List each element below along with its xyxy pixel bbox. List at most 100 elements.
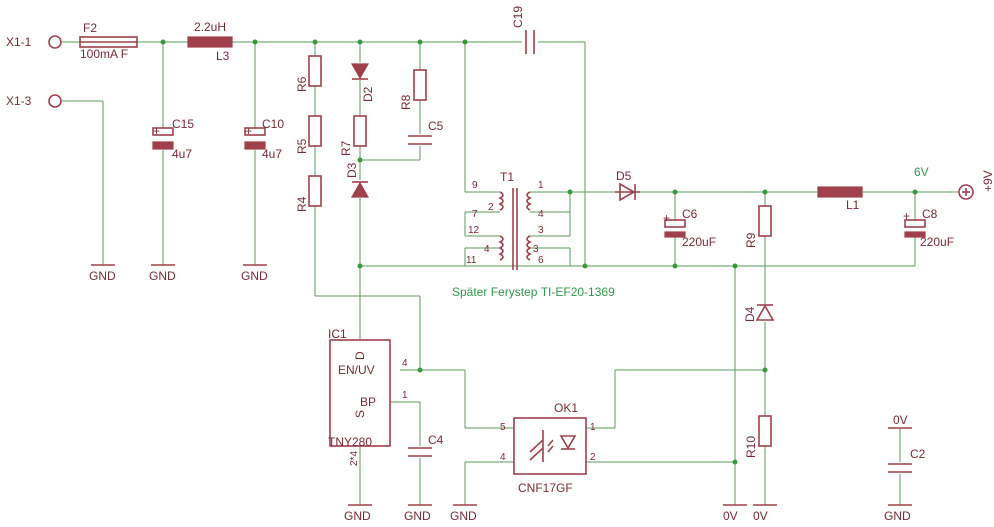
svg-text:12: 12 [468,225,480,236]
svg-text:7: 7 [472,209,478,220]
svg-text:3: 3 [538,225,544,236]
diode-d2: D2 [350,63,375,102]
svg-text:GND: GND [344,509,371,523]
svg-text:2: 2 [488,202,494,213]
t1-ref: T1 [500,170,514,184]
svg-text:1: 1 [538,180,544,191]
c10-ref: C10 [262,117,284,131]
wires [62,41,958,505]
ok1-value: CNF17GF [518,481,573,495]
svg-text:2*4: 2*4 [349,451,360,466]
connector-plus9v: +9V [958,170,994,200]
r6-ref: R6 [295,76,309,92]
capacitor-c19: C19 [511,6,535,54]
inductor-l1: L1 [817,186,863,212]
c15-ref: C15 [172,117,194,131]
l3-ref: L3 [216,49,230,63]
svg-text:1: 1 [402,390,408,401]
svg-text:9: 9 [472,180,478,191]
svg-text:11: 11 [466,255,477,266]
svg-text:BP: BP [360,395,376,409]
connector-x1-1: X1-1 [6,35,62,49]
r5-ref: R5 [295,138,309,154]
c6-value: 220uF [682,235,716,249]
svg-text:4: 4 [402,358,408,369]
svg-text:2: 2 [590,452,596,463]
f2-ref: F2 [83,21,97,35]
capacitor-c8: + C8 220uF [903,207,954,249]
d4-ref: D4 [743,306,757,322]
resistor-r10: R10 [744,415,772,458]
resistor-r9: R9 [744,205,772,248]
c8-value: 220uF [920,235,954,249]
c19-ref: C19 [511,6,525,28]
svg-text:3: 3 [533,244,539,255]
svg-text:+: + [663,211,670,225]
capacitor-c15: + C15 4u7 [152,117,194,161]
d3-ref: D3 [345,162,359,178]
svg-text:4: 4 [500,452,506,463]
svg-text:0V: 0V [753,509,768,523]
svg-text:GND: GND [450,509,477,523]
c4-ref: C4 [428,433,444,447]
r9-ref: R9 [744,232,758,248]
svg-text:GND: GND [404,509,431,523]
optocoupler-ok1: OK1 5 4 1 2 CNF17GF [500,401,596,495]
resistor-r5: R5 [295,115,322,154]
resistor-r8: R8 [399,69,427,110]
l3-value: 2.2uH [194,20,226,34]
capacitor-c2: 0V C2 [888,413,926,473]
ic-ic1: IC1 D EN/UV BP S 4 1 TNY280 2*4 [328,327,408,466]
svg-text:+: + [153,124,160,138]
svg-text:EN/UV: EN/UV [338,363,375,377]
fuse-f2: F2 100mA F [79,21,138,61]
connector-x1-1-label: X1-1 [6,35,32,49]
capacitor-c6: + C6 220uF [663,207,716,249]
svg-text:4: 4 [484,244,490,255]
svg-text:4: 4 [538,209,544,220]
connector-plus9v-label: +9V [981,170,994,192]
transformer-t1: T1 9 1 7 2 4 12 3 4 3 11 6 [466,170,544,270]
diode-d3: D3 [345,162,370,198]
junctions [160,39,918,465]
transformer-note: Später Ferystер TI-EF20-1369 [452,285,615,299]
svg-text:5: 5 [500,422,506,433]
l1-ref: L1 [846,198,860,212]
c8-ref: C8 [922,207,938,221]
resistor-r7: R7 [339,115,367,156]
d2-ref: D2 [361,86,375,102]
svg-text:+: + [903,209,910,223]
connector-x1-3-label: X1-3 [6,94,32,108]
svg-text:GND: GND [884,509,911,523]
connector-x1-3: X1-3 [6,94,62,108]
svg-text:+: + [245,124,252,138]
ic1-ref: IC1 [328,327,347,341]
diode-d4: D4 [743,304,775,322]
resistor-r4: R4 [295,175,322,212]
svg-text:0V: 0V [723,509,738,523]
svg-text:S: S [353,410,367,418]
c15-value: 4u7 [172,147,192,161]
f2-value: 100mA F [80,47,128,61]
inductor-l3: 2.2uH L3 [187,20,233,63]
capacitor-c10: + C10 4u7 [244,117,284,161]
capacitor-c5: C5 [408,119,444,145]
svg-text:GND: GND [149,269,176,283]
d5-ref: D5 [616,169,632,183]
c2-ref: C2 [910,447,926,461]
c2-top-label: 0V [893,413,908,427]
svg-text:D: D [353,351,367,360]
r7-ref: R7 [339,140,353,156]
ground-symbols: GND GND GND GND GND GND 0V 0V GND [89,264,912,523]
net-label-6v: 6V [914,165,929,179]
svg-text:GND: GND [89,269,116,283]
svg-text:6: 6 [538,255,544,266]
capacitor-c4: C4 [408,433,444,457]
r8-ref: R8 [399,94,413,110]
c5-ref: C5 [428,119,444,133]
ok1-ref: OK1 [554,401,578,415]
c6-ref: C6 [682,207,698,221]
r10-ref: R10 [744,436,758,458]
resistor-r6: R6 [295,55,322,92]
